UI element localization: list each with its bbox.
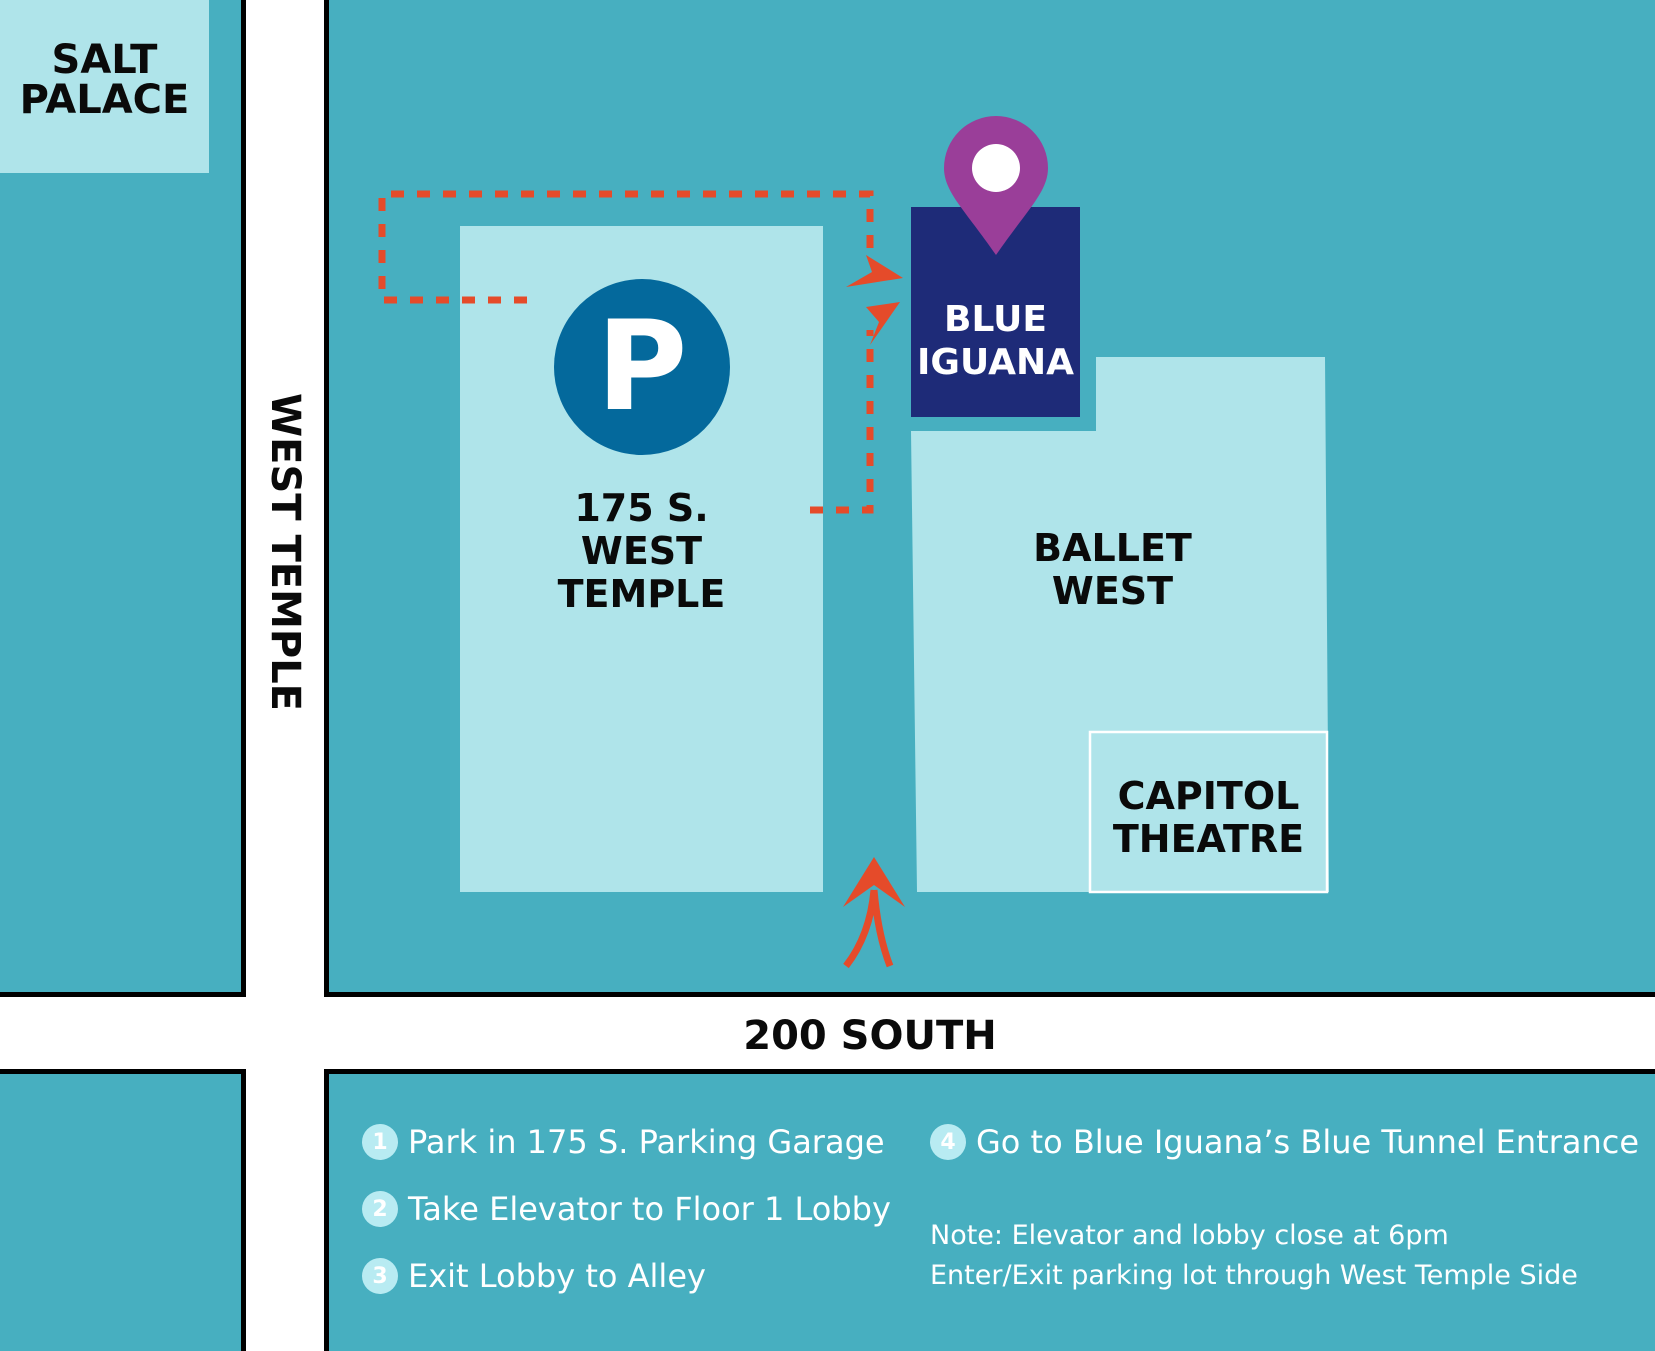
capitol-theatre-label: CAPITOL THEATRE (1112, 774, 1305, 861)
route-arrow-lower-icon (866, 302, 900, 345)
step-number-badge: 4 (930, 1124, 966, 1160)
200-south-street-label: 200 SOUTH (743, 1013, 997, 1059)
step-text: Exit Lobby to Alley (408, 1257, 706, 1295)
step-text: Park in 175 S. Parking Garage (408, 1123, 885, 1161)
blue-iguana-label: BLUE IGUANA (917, 299, 1074, 383)
direction-step-4: 4 Go to Blue Iguana’s Blue Tunnel Entran… (930, 1123, 1639, 1161)
step-number-badge: 1 (362, 1124, 398, 1160)
ballet-west-building (911, 357, 1329, 892)
step-number-badge: 2 (362, 1191, 398, 1227)
route-path (378, 190, 874, 514)
entry-arrow-icon (843, 857, 905, 969)
ballet-west-label: BALLET WEST (1033, 526, 1192, 613)
block-southeast (324, 1069, 1655, 1351)
route-arrow-upper-icon (846, 255, 903, 287)
parking-address-label: 175 S. WEST TEMPLE (557, 486, 726, 616)
note-line-1: Note: Elevator and lobby close at 6pm (930, 1220, 1449, 1251)
step-number-badge: 3 (362, 1258, 398, 1294)
direction-step-3: 3 Exit Lobby to Alley (362, 1257, 706, 1295)
direction-step-2: 2 Take Elevator to Floor 1 Lobby (362, 1190, 891, 1228)
step-text: Go to Blue Iguana’s Blue Tunnel Entrance (976, 1123, 1640, 1161)
parking-circle (554, 279, 730, 455)
step-text: Take Elevator to Floor 1 Lobby (408, 1190, 891, 1228)
west-temple-street-label: WEST TEMPLE (262, 392, 308, 712)
note-line-2: Enter/Exit parking lot through West Temp… (930, 1260, 1578, 1291)
salt-palace-label: SALT PALACE (19, 37, 190, 123)
capitol-theatre-building (1088, 730, 1329, 894)
salt-palace-building (0, 0, 209, 173)
direction-step-1: 1 Park in 175 S. Parking Garage (362, 1123, 885, 1161)
parking-icon: P (596, 295, 688, 439)
map-pin-icon (944, 116, 1048, 255)
block-southwest (0, 1069, 246, 1351)
